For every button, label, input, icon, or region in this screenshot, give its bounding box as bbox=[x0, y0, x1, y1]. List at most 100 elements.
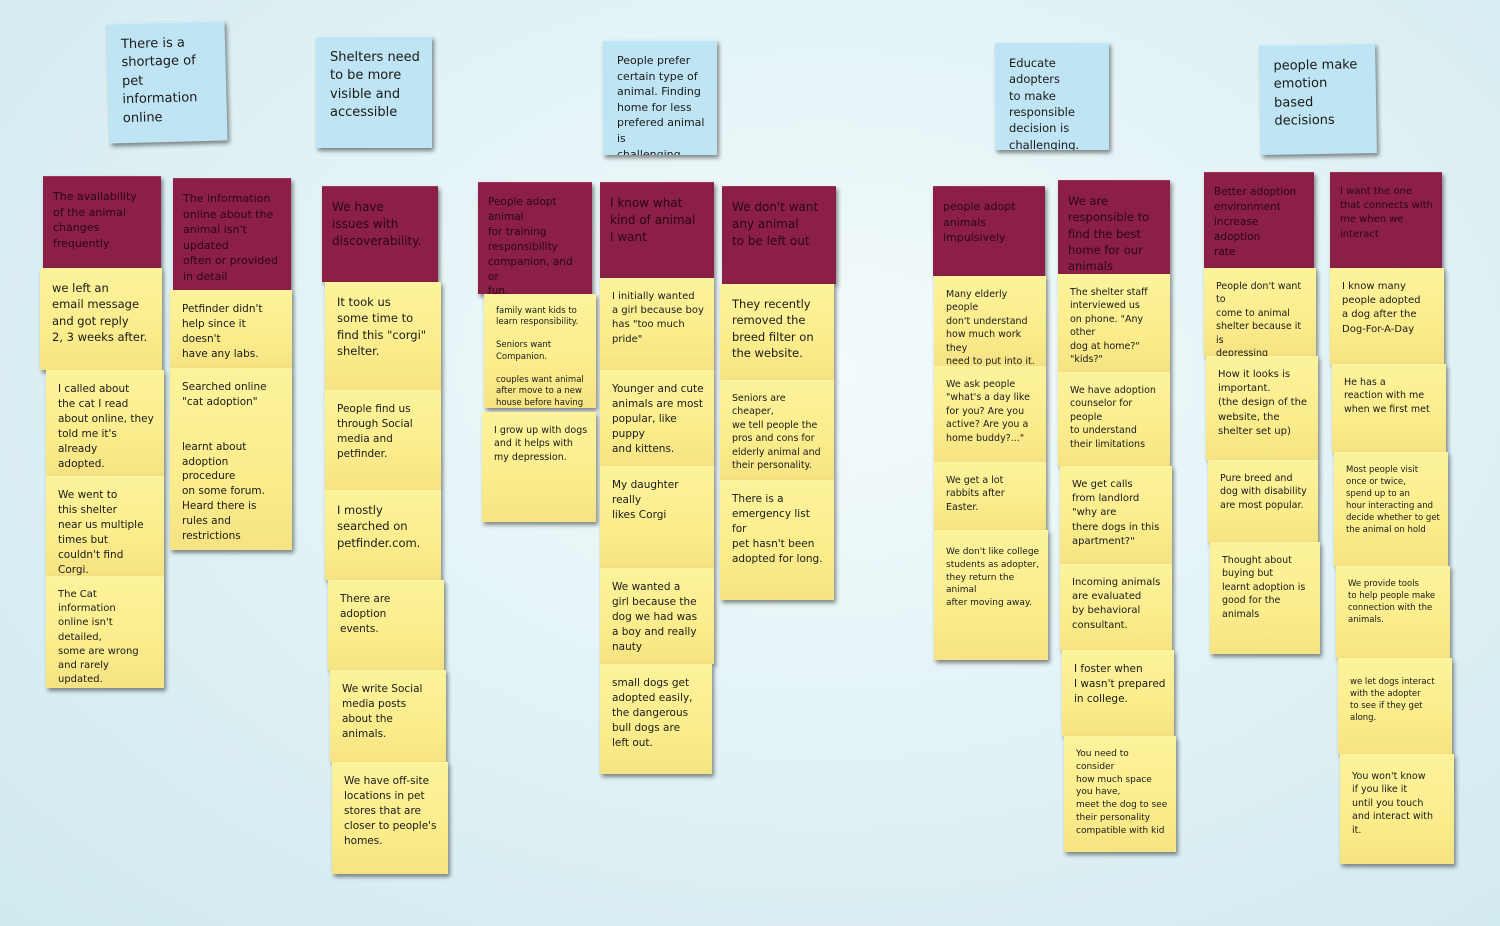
header-note-text: Shelters need to be more visible and acc… bbox=[330, 50, 420, 121]
quote-note: Younger and cute animals are most popula… bbox=[600, 370, 714, 466]
quote-note-text: I initially wanted a girl because boy ha… bbox=[612, 291, 704, 345]
quote-note-text: Petfinder didn't help since it doesn't h… bbox=[182, 303, 263, 360]
quote-note: I know many people adopted a dog after t… bbox=[1330, 268, 1444, 364]
quote-note: Many elderly people don't understand how… bbox=[934, 276, 1046, 366]
theme-note-responsible-home: We are responsible to find the best home… bbox=[1058, 180, 1170, 274]
theme-note-text: people adopt animals impulsively bbox=[943, 200, 1016, 245]
quote-note: Seniors are cheaper, we tell people the … bbox=[720, 380, 834, 480]
quote-note: We ask people "what's a day like for you… bbox=[934, 366, 1046, 462]
quote-note-text: I called about the cat I read about onli… bbox=[58, 383, 154, 470]
quote-note: You won't know if you like it until you … bbox=[1340, 754, 1454, 864]
theme-note-text: I know what kind of animal I want bbox=[610, 196, 696, 245]
quote-note-text: family want kids to learn responsibility… bbox=[496, 306, 584, 408]
quote-note-text: Searched online "cat adoption" learnt ab… bbox=[182, 381, 267, 543]
quote-note-text: we let dogs interact with the adopter to… bbox=[1350, 677, 1435, 724]
quote-note-text: We get calls from landlord "why are ther… bbox=[1072, 479, 1160, 547]
quote-note-text: Seniors are cheaper, we tell people the … bbox=[732, 393, 821, 472]
theme-note-text: The information online about the animal … bbox=[183, 192, 278, 284]
theme-note-text: We are responsible to find the best home… bbox=[1068, 194, 1150, 274]
quote-note-text: I foster when I wasn't prepared in colle… bbox=[1074, 663, 1166, 705]
quote-note-text: We write Social media posts about the an… bbox=[342, 683, 423, 740]
quote-note-text: I know many people adopted a dog after t… bbox=[1342, 281, 1421, 335]
header-note-text: Educate adopters to make responsible dec… bbox=[1009, 56, 1080, 150]
quote-note: They recently removed the breed filter o… bbox=[720, 284, 834, 380]
quote-note: Pure breed and dog with disability are m… bbox=[1208, 460, 1318, 542]
quote-note-text: There is a emergency list for pet hasn't… bbox=[732, 493, 823, 565]
quote-note: We have adoption counselor for people to… bbox=[1058, 372, 1170, 466]
quote-note: People don't want to come to animal shel… bbox=[1204, 268, 1316, 356]
quote-note-text: They recently removed the breed filter o… bbox=[732, 297, 814, 360]
quote-note: Incoming animals are evaluated by behavi… bbox=[1060, 564, 1172, 650]
quote-note-text: small dogs get adopted easily, the dange… bbox=[612, 677, 693, 749]
quote-note-text: we left an email message and got reply 2… bbox=[52, 281, 148, 344]
quote-note: We wanted a girl because the dog we had … bbox=[600, 568, 714, 664]
quote-note-text: I grow up with dogs and it helps with my… bbox=[494, 425, 588, 463]
theme-note-text: I want the one that connects with me whe… bbox=[1340, 186, 1433, 240]
quote-note-text: I mostly searched on petfinder.com. bbox=[337, 503, 421, 550]
quote-note: My daughter really likes Corgi bbox=[600, 466, 714, 568]
quote-note: We get a lot rabbits after Easter. bbox=[934, 462, 1046, 530]
quote-note-text: We have adoption counselor for people to… bbox=[1070, 385, 1156, 450]
theme-note-text: The availability of the animal changes f… bbox=[53, 190, 137, 250]
header-note-educate-adopters: Educate adopters to make responsible dec… bbox=[995, 42, 1109, 150]
quote-note: we left an email message and got reply 2… bbox=[40, 268, 162, 370]
theme-note-no-animal-left: We don't want any animal to be left out bbox=[722, 186, 836, 284]
theme-note-connects-with-me: I want the one that connects with me whe… bbox=[1330, 172, 1442, 268]
quote-note: The Cat information online isn't detaile… bbox=[46, 576, 164, 688]
quote-note-text: My daughter really likes Corgi bbox=[612, 479, 679, 521]
quote-note-text: We provide tools to help people make con… bbox=[1348, 579, 1436, 626]
quote-note-text: We have off-site locations in pet stores… bbox=[344, 775, 437, 847]
header-note-text: There is a shortage of pet information o… bbox=[120, 35, 198, 126]
quote-note-text: We wanted a girl because the dog we had … bbox=[612, 581, 698, 653]
theme-note-text: People adopt animal for training respons… bbox=[488, 196, 573, 294]
quote-note-text: Many elderly people don't understand how… bbox=[946, 289, 1035, 366]
quote-note: I foster when I wasn't prepared in colle… bbox=[1062, 650, 1174, 736]
header-note-emotion-decisions: people make emotion based decisions bbox=[1259, 42, 1377, 156]
quote-note: People find us through Social media and … bbox=[325, 390, 441, 490]
quote-note: There is a emergency list for pet hasn't… bbox=[720, 480, 834, 600]
quote-note: He has a reaction with me when we first … bbox=[1332, 364, 1446, 452]
quote-note-text: Most people visit once or twice, spend u… bbox=[1346, 465, 1440, 536]
quote-note: I called about the cat I read about onli… bbox=[46, 370, 164, 476]
quote-note-text: You need to consider how much space you … bbox=[1076, 749, 1168, 836]
quote-note-text: People don't want to come to animal shel… bbox=[1216, 281, 1302, 356]
quote-note-text: We don't like college students as adopte… bbox=[946, 547, 1040, 609]
theme-note-text: We don't want any animal to be left out bbox=[732, 200, 819, 249]
theme-note-discoverability: We have issues with discoverability. bbox=[322, 186, 438, 282]
quote-note: We have off-site locations in pet stores… bbox=[332, 762, 448, 874]
quote-note: How it looks is important. (the design o… bbox=[1206, 356, 1318, 460]
theme-note-adopt-impulsively: people adopt animals impulsively bbox=[933, 186, 1045, 276]
quote-note-text: There are adoption events. bbox=[340, 593, 391, 635]
theme-note-availability-changes: The availability of the animal changes f… bbox=[43, 176, 161, 268]
theme-note-text: We have issues with discoverability. bbox=[332, 200, 422, 249]
quote-note: I grow up with dogs and it helps with my… bbox=[482, 412, 596, 522]
quote-note: I mostly searched on petfinder.com. bbox=[325, 490, 441, 580]
header-note-text: people make emotion based decisions bbox=[1273, 57, 1358, 130]
quote-note: It took us some time to find this "corgi… bbox=[325, 282, 441, 390]
theme-note-adopt-for-reasons: People adopt animal for training respons… bbox=[478, 182, 592, 294]
quote-note-text: Younger and cute animals are most popula… bbox=[612, 383, 704, 455]
theme-note-know-animal: I know what kind of animal I want bbox=[600, 182, 714, 278]
header-note-pet-info-shortage: There is a shortage of pet information o… bbox=[106, 20, 228, 144]
quote-note: We don't like college students as adopte… bbox=[934, 530, 1048, 660]
quote-note: The shelter staff interviewed us on phon… bbox=[1058, 274, 1170, 372]
quote-note: Petfinder didn't help since it doesn't h… bbox=[170, 290, 292, 368]
quote-note: We went to this shelter near us multiple… bbox=[46, 476, 164, 576]
quote-note: small dogs get adopted easily, the dange… bbox=[600, 664, 712, 774]
quote-note: We write Social media posts about the an… bbox=[330, 670, 446, 762]
theme-note-adoption-environment: Better adoption environment increase ado… bbox=[1204, 172, 1314, 268]
theme-note-info-not-updated: The information online about the animal … bbox=[173, 178, 291, 290]
header-note-shelter-visibility: Shelters need to be more visible and acc… bbox=[316, 36, 432, 148]
quote-note-text: He has a reaction with me when we first … bbox=[1344, 377, 1430, 415]
header-note-animal-preference: People prefer certain type of animal. Fi… bbox=[603, 40, 717, 155]
quote-note: You need to consider how much space you … bbox=[1064, 736, 1176, 852]
quote-note: We get calls from landlord "why are ther… bbox=[1060, 466, 1172, 564]
quote-note: Searched online "cat adoption" learnt ab… bbox=[170, 368, 292, 550]
theme-note-text: Better adoption environment increase ado… bbox=[1214, 186, 1297, 258]
quote-note-text: We get a lot rabbits after Easter. bbox=[946, 475, 1005, 513]
quote-note-text: We went to this shelter near us multiple… bbox=[58, 489, 144, 576]
quote-note: family want kids to learn responsibility… bbox=[484, 294, 596, 408]
quote-note-text: The Cat information online isn't detaile… bbox=[58, 589, 139, 686]
quote-note: We provide tools to help people make con… bbox=[1336, 566, 1450, 658]
